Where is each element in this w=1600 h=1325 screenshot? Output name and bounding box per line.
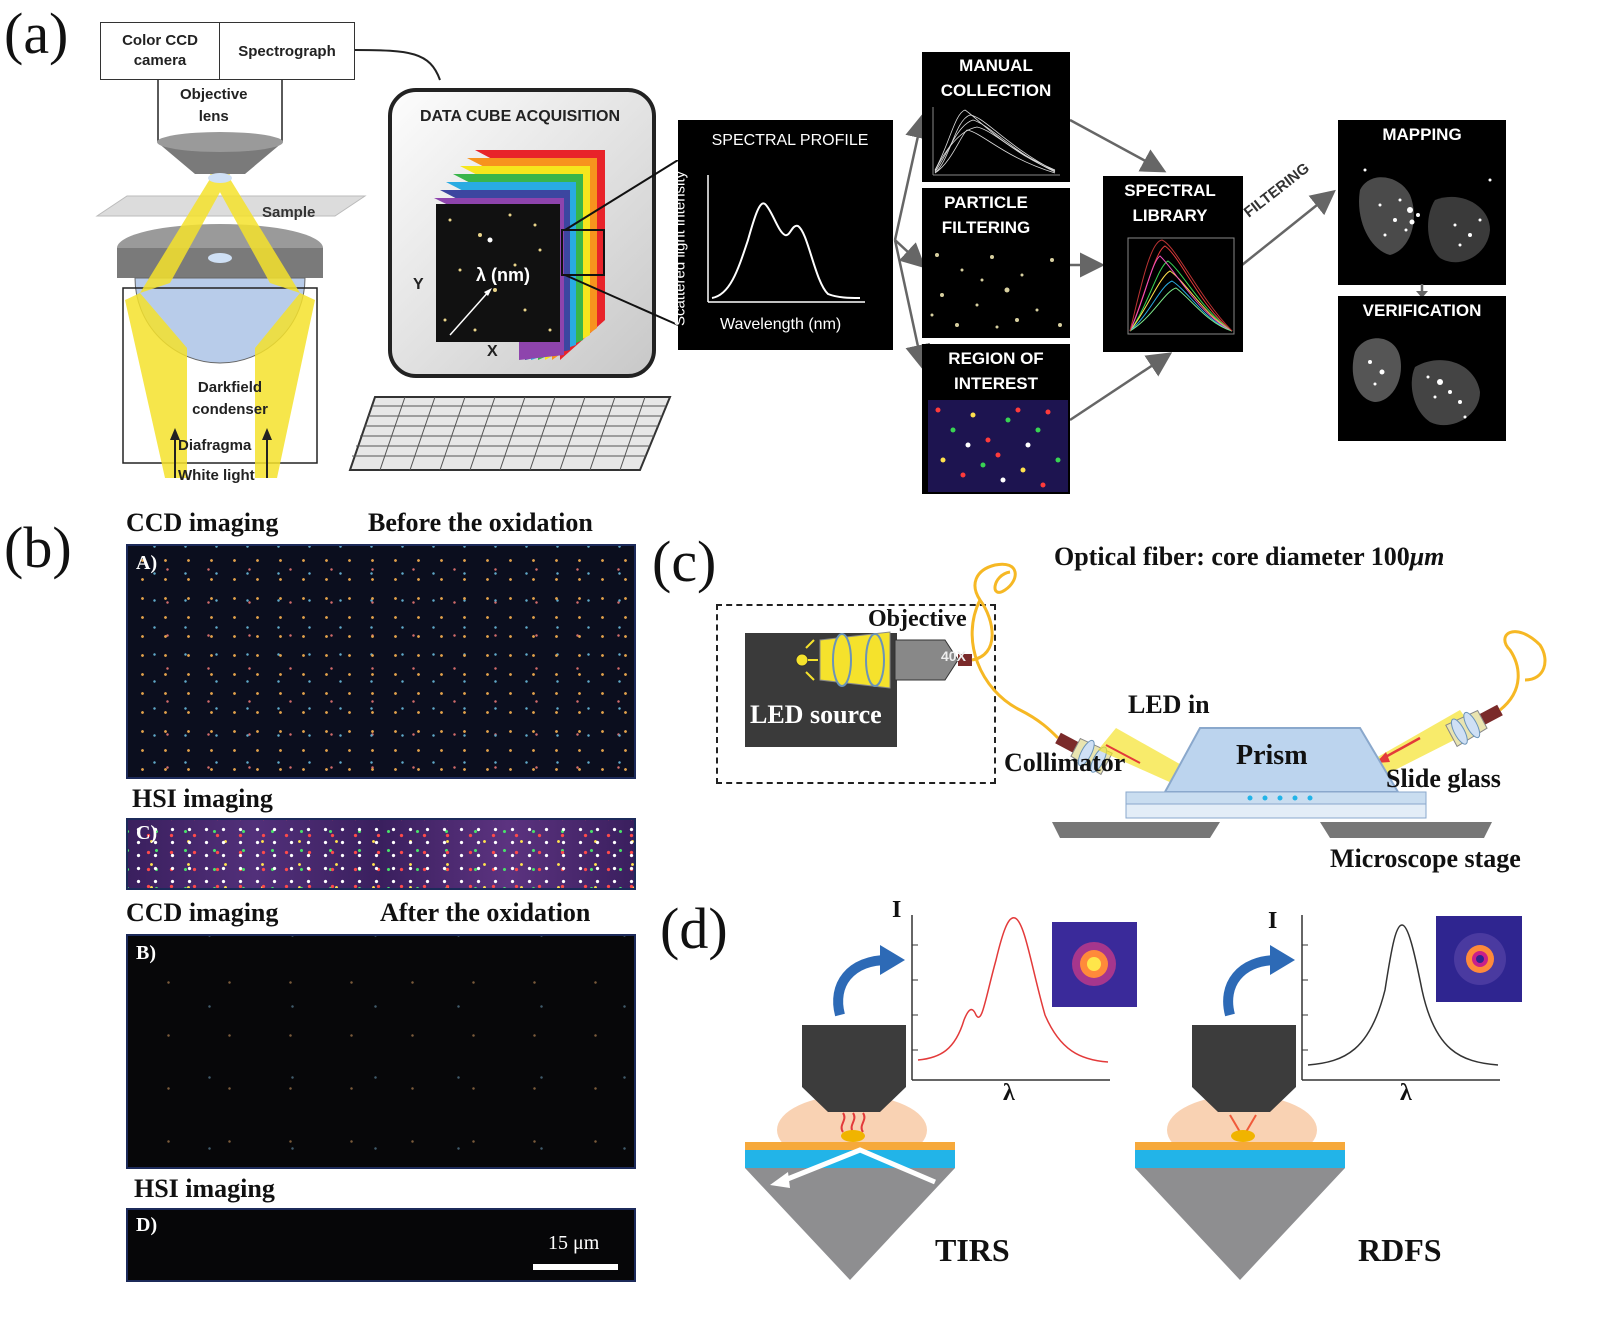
- tirs-intensity-axis: I: [892, 897, 902, 923]
- ccd-imaging-label-2: CCD imaging: [126, 898, 279, 927]
- rdfs-label: RDFS: [1358, 1232, 1442, 1268]
- objective-lens-label: Objective lens: [180, 84, 248, 128]
- microscope-schematic: [95, 80, 367, 478]
- particle-label-line1: PARTICLE: [944, 193, 1028, 212]
- cube-y-axis-label: Y: [413, 276, 424, 293]
- spectral-profile-ylabel: Scattered light intensity: [671, 170, 689, 327]
- stage-grid: [348, 396, 672, 471]
- ccd-image-after: B): [126, 934, 636, 1169]
- rdfs-intensity-axis: I: [1268, 908, 1278, 934]
- camera-label-line1: Color CCD: [122, 32, 198, 49]
- spectral-library-label: SPECTRAL LIBRARY: [1100, 178, 1240, 228]
- ccd-imaging-label-1: CCD imaging: [126, 508, 279, 537]
- mapping-to-verification-arrow: [1416, 284, 1428, 298]
- optical-fiber-label: Optical fiber: core diameter 100μm: [1054, 542, 1444, 572]
- manual-collection-label: MANUAL COLLECTION: [922, 53, 1070, 103]
- image-tag-a: A): [136, 552, 158, 574]
- led-in-label: LED in: [1128, 690, 1210, 719]
- hsi-image-after: D) 15 μm: [126, 1208, 636, 1282]
- spectral-profile-title: SPECTRAL PROFILE: [711, 132, 869, 149]
- hsi-imaging-label-2: HSI imaging: [134, 1174, 275, 1203]
- optical-fiber-text: Optical fiber: core diameter 100: [1054, 542, 1410, 571]
- tirs-label: TIRS: [935, 1232, 1010, 1268]
- spectral-profile-curve: [707, 175, 865, 303]
- verification-image: [1352, 338, 1480, 426]
- panel-label-d: (d): [660, 896, 728, 961]
- image-tag-c: C): [136, 822, 158, 844]
- panel-label-c: (c): [652, 529, 717, 594]
- white-light-label: White light: [178, 467, 255, 484]
- ccd-image-before: A): [126, 544, 636, 779]
- roi-label-line2: INTEREST: [953, 374, 1039, 393]
- scale-bar-label: 15 μm: [548, 1232, 600, 1254]
- before-oxidation-label: Before the oxidation: [368, 508, 593, 537]
- region-of-interest-label: REGION OF INTEREST: [922, 346, 1070, 396]
- objective-label-line2: lens: [198, 108, 229, 125]
- optical-fiber-unit: μm: [1409, 542, 1445, 571]
- hsi-imaging-label-1: HSI imaging: [132, 784, 273, 813]
- diafragma-label: Diafragma: [178, 437, 252, 454]
- manual-collection-spectra: [932, 107, 1060, 176]
- led-source-enclosure: [716, 604, 996, 784]
- particle-filtering-image: [930, 253, 1062, 329]
- region-of-interest-image: [928, 400, 1068, 492]
- roi-label-line1: REGION OF: [948, 349, 1044, 368]
- hyperspectral-cube: [434, 150, 605, 360]
- rdfs-diagram: [1135, 915, 1522, 1280]
- mapping-image: [1359, 168, 1492, 263]
- spectrograph-box: Spectrograph: [219, 22, 355, 80]
- spectral-profile-xlabel: Wavelength (nm): [720, 316, 842, 333]
- manual-label-line2: COLLECTION: [940, 81, 1052, 100]
- after-oxidation-label: After the oxidation: [380, 898, 591, 927]
- workflow-arrows: [893, 113, 1336, 422]
- image-tag-b: B): [136, 942, 156, 964]
- library-label-line1: SPECTRAL: [1124, 181, 1216, 200]
- library-label-line2: LIBRARY: [1132, 206, 1208, 225]
- rdfs-wavelength-axis: λ: [1400, 1080, 1412, 1106]
- panel-label-a: (a): [4, 1, 69, 66]
- cube-to-profile-lines: [561, 160, 679, 326]
- objective-magnification: 40X: [941, 648, 966, 664]
- objective-label: Objective: [868, 606, 967, 632]
- camera-label-line2: camera: [133, 52, 187, 69]
- hsi-image-before: C): [126, 818, 636, 890]
- tirs-optical-setup: [795, 562, 1547, 838]
- mapping-label: MAPPING: [1382, 125, 1462, 144]
- particle-label-line2: FILTERING: [941, 218, 1031, 237]
- prism-label: Prism: [1236, 740, 1308, 771]
- data-cube-title: DATA CUBE ACQUISITION: [420, 108, 620, 125]
- image-tag-d: D): [136, 1214, 158, 1236]
- slide-glass-label: Slide glass: [1386, 764, 1501, 793]
- particle-filtering-label: PARTICLE FILTERING: [912, 190, 1060, 240]
- scale-bar: [533, 1264, 618, 1270]
- spectral-library-chart: [1127, 237, 1235, 335]
- color-ccd-camera-box: Color CCD camera: [100, 22, 220, 80]
- manual-collection-box: [922, 52, 1070, 182]
- collimator-label: Collimator: [1004, 748, 1126, 777]
- cube-lambda-label: λ (nm): [476, 265, 530, 285]
- condenser-label-line1: Darkfield: [197, 379, 263, 396]
- cable-connector: [354, 49, 441, 81]
- verification-label: VERIFICATION: [1362, 301, 1482, 320]
- led-source-label: LED source: [750, 700, 882, 729]
- objective-label-line1: Objective: [180, 86, 248, 103]
- darkfield-condenser-label: Darkfield condenser: [180, 377, 280, 421]
- particle-filtering-box: [922, 188, 1070, 338]
- tirs-wavelength-axis: λ: [1003, 1080, 1015, 1106]
- tirs-diagram: [745, 915, 1137, 1280]
- sample-label: Sample: [262, 204, 316, 221]
- microscope-stage-label: Microscope stage: [1330, 844, 1521, 873]
- condenser-label-line2: condenser: [192, 401, 268, 418]
- cube-x-axis-label: X: [487, 343, 498, 360]
- manual-label-line1: MANUAL: [959, 56, 1033, 75]
- panel-label-b: (b): [4, 515, 72, 580]
